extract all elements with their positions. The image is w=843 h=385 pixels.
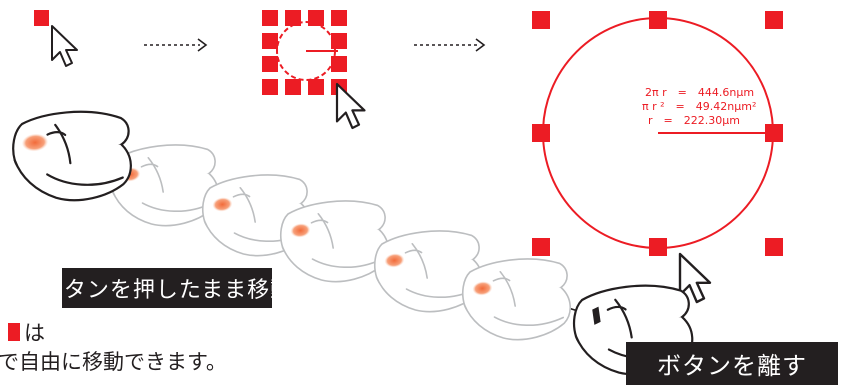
handle-square-icon: [331, 56, 347, 72]
radius-readout: r = 222.30μm: [648, 114, 740, 127]
drag-instruction-label: ボタンを押したまま移動: [41, 268, 292, 308]
handle-square-icon: [331, 33, 347, 49]
handle-square-icon: [262, 33, 278, 49]
handle-square-icon: [285, 79, 301, 95]
handle-square-icon: [765, 124, 783, 142]
mouse-icon: [275, 193, 394, 290]
mouse-icon: [369, 223, 488, 320]
handle-square-icon: [262, 10, 278, 26]
handle-square-icon: [34, 10, 49, 26]
handle-square-icon: [331, 10, 347, 26]
release-instruction-label: ボタンを離す: [626, 342, 838, 385]
handle-square-icon: [649, 11, 667, 29]
note-line-2: で自由に移動できます。: [0, 350, 227, 374]
handle-square-icon: [308, 10, 324, 26]
handle-square-icon: [308, 79, 324, 95]
mouse-trail: [105, 137, 576, 348]
cursor-arrow-icon: [335, 82, 366, 130]
handle-square-icon: [8, 323, 20, 341]
note-line-1-text: は: [24, 321, 45, 345]
dotted-arrow-icon: [414, 38, 486, 52]
note-line-1: は: [8, 317, 45, 347]
handle-square-icon: [532, 11, 550, 29]
handle-square-icon: [765, 238, 783, 256]
handle-square-icon: [262, 79, 278, 95]
area-readout: π r ² = 49.42nμm²: [642, 100, 756, 113]
step-two: [262, 10, 366, 130]
mouse-icon: [457, 251, 576, 348]
mouse-icon: [568, 277, 699, 384]
handle-square-icon: [765, 11, 783, 29]
handle-square-icon: [285, 10, 301, 26]
step-one: [34, 10, 78, 67]
circumference-readout: 2π r = 444.6nμm: [645, 86, 754, 99]
cursor-arrow-icon: [51, 25, 78, 67]
handle-square-icon: [532, 124, 550, 142]
mouse-icon: [8, 105, 137, 208]
handle-square-icon: [649, 238, 667, 256]
handle-square-icon: [532, 238, 550, 256]
mouse-icon: [197, 167, 316, 264]
dotted-arrow-icon: [144, 38, 208, 52]
step-three: 2π r = 444.6nμm π r ² = 49.42nμm² r = 22…: [532, 11, 783, 304]
handle-square-icon: [262, 56, 278, 72]
